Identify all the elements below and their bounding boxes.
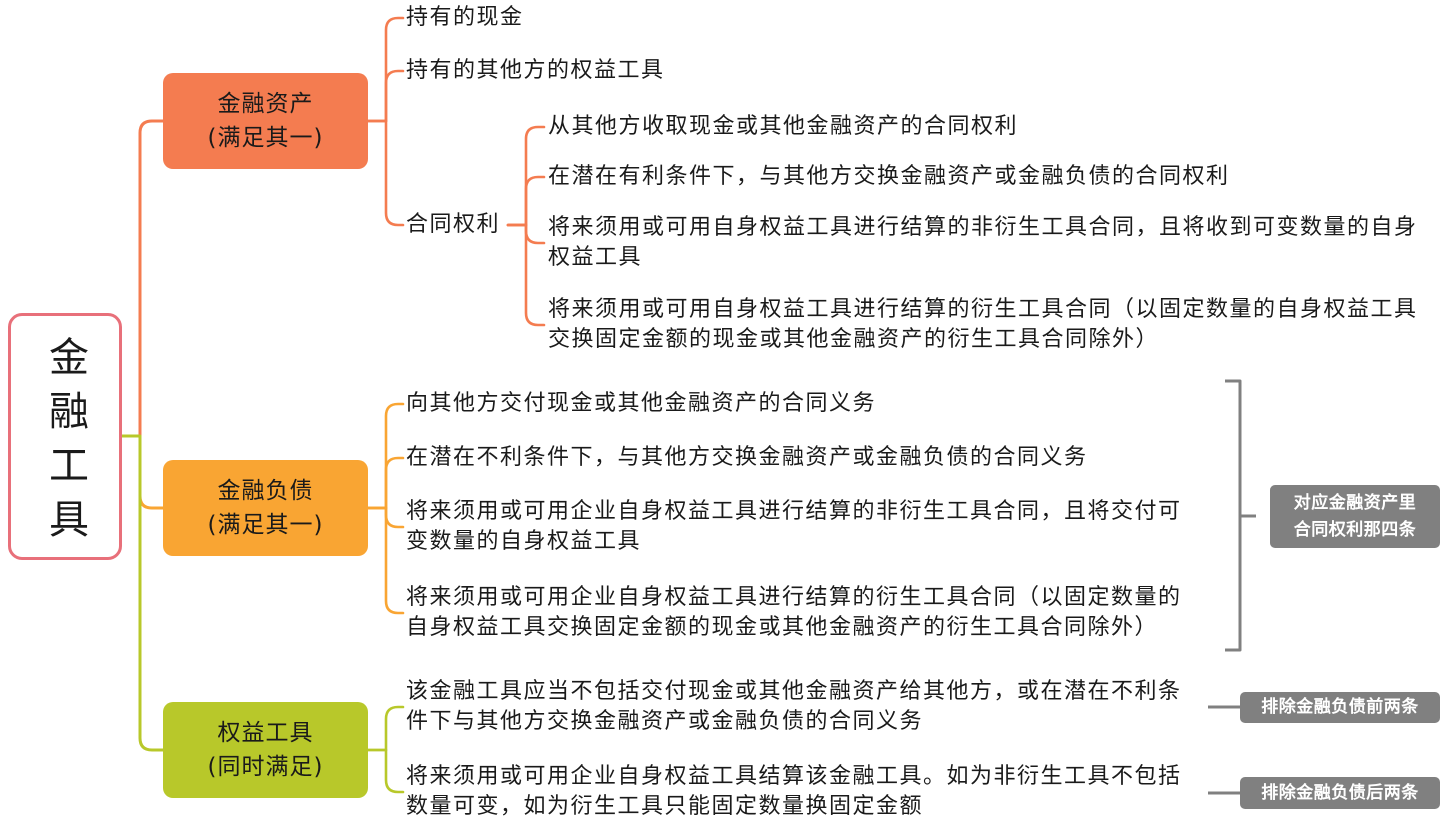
item-line: 将来须用或可用自身权益工具进行结算的衍生工具合同（以固定数量的自身权益工具: [548, 297, 1418, 322]
topic-condition: (同时满足): [207, 754, 324, 780]
contract-right-item-2: 在潜在有利条件下，与其他方交换金融资产或金融负债的合同权利: [548, 162, 1230, 192]
topic-financial-liabilities: 金融负债 (满足其一): [163, 460, 368, 556]
contract-right-item-3: 将来须用或可用自身权益工具进行结算的非衍生工具合同，且将收到可变数量的自身 权益…: [548, 213, 1418, 273]
asset-item-equity-held: 持有的其他方的权益工具: [406, 56, 665, 86]
item-line: 持有的其他方的权益工具: [406, 58, 665, 83]
asset-item-cash: 持有的现金: [406, 3, 524, 33]
connector-root-to-assets: [120, 119, 165, 438]
item-line: 权益工具: [548, 245, 643, 270]
liability-item-3: 将来须用或可用企业自身权益工具进行结算的非衍生工具合同，且将交付可 变数量的自身…: [406, 497, 1182, 557]
connector-assets-to-cash: [366, 16, 405, 123]
item-line: 合同权利: [406, 212, 501, 237]
item-line: 将来须用或可用自身权益工具进行结算的非衍生工具合同，且将收到可变数量的自身: [548, 215, 1418, 240]
connector-equity-2: [366, 748, 405, 794]
topic-equity-instruments: 权益工具 (同时满足): [163, 702, 368, 798]
topic-title: 金融负债: [217, 478, 314, 504]
connector-liabilities-4: [366, 506, 405, 615]
connector-root-to-liabilities: [120, 434, 165, 510]
asset-item-contract-rights: 合同权利: [406, 210, 500, 240]
summary-bracket-liabilities: [1225, 379, 1242, 652]
item-line: 在潜在有利条件下，与其他方交换金融资产或金融负债的合同权利: [548, 164, 1230, 189]
item-line: 交换固定金额的现金或其他金融资产的衍生工具合同除外）: [548, 327, 1160, 352]
topic-title: 金融资产: [217, 91, 314, 117]
item-line: 在潜在不利条件下，与其他方交换金融资产或金融负债的合同义务: [406, 445, 1088, 470]
topic-financial-assets: 金融资产 (满足其一): [163, 73, 368, 169]
item-line: 数量可变，如为衍生工具只能固定数量换固定金额: [406, 794, 924, 819]
item-line: 将来须用或可用企业自身权益工具进行结算的衍生工具合同（以固定数量的: [406, 585, 1182, 610]
item-line: 自身权益工具交换固定金额的现金或其他金融资产的衍生工具合同除外）: [406, 615, 1159, 640]
note-label: 排除金融负债后两条: [1261, 782, 1419, 803]
item-line: 向其他方交付现金或其他金融资产的合同义务: [406, 391, 877, 416]
summary-note-liabilities: 对应金融资产里 合同权利那四条: [1270, 485, 1440, 548]
connector-assets-to-contract-rights: [366, 119, 405, 227]
connector-liabilities-2: [366, 456, 405, 510]
contract-right-item-1: 从其他方收取现金或其他金融资产的合同权利: [548, 112, 1018, 142]
connector-root-to-equity: [120, 434, 165, 752]
note-equity-item-1: 排除金融负债前两条: [1240, 692, 1440, 723]
item-line: 将来须用或可用企业自身权益工具结算该金融工具。如为非衍生工具不包括: [406, 764, 1182, 789]
equity-item-2: 将来须用或可用企业自身权益工具结算该金融工具。如为非衍生工具不包括 数量可变，如…: [406, 762, 1182, 822]
topic-condition: (满足其一): [207, 512, 324, 538]
connector-assets-to-equity-held: [366, 69, 405, 123]
connector-contract-rights-4: [506, 223, 546, 327]
liability-item-4: 将来须用或可用企业自身权益工具进行结算的衍生工具合同（以固定数量的 自身权益工具…: [406, 583, 1182, 643]
connector-contract-rights-1: [506, 125, 546, 227]
note-line: 合同权利那四条: [1293, 519, 1417, 540]
connector-liabilities-1: [366, 402, 405, 510]
liability-item-1: 向其他方交付现金或其他金融资产的合同义务: [406, 389, 876, 419]
root-topic: 金融工具: [8, 313, 122, 560]
note-equity-item-2: 排除金融负债后两条: [1240, 777, 1440, 809]
topic-title: 权益工具: [217, 720, 314, 746]
item-line: 从其他方收取现金或其他金融资产的合同权利: [548, 114, 1019, 139]
topic-condition: (满足其一): [207, 125, 324, 151]
equity-item-1: 该金融工具应当不包括交付现金或其他金融资产给其他方，或在潜在不利条 件下与其他方…: [406, 677, 1182, 737]
note-label: 排除金融负债前两条: [1261, 697, 1419, 717]
item-line: 将来须用或可用企业自身权益工具进行结算的非衍生工具合同，且将交付可: [406, 499, 1182, 524]
root-topic-label: 金融工具: [42, 335, 88, 552]
contract-right-item-4: 将来须用或可用自身权益工具进行结算的衍生工具合同（以固定数量的自身权益工具 交换…: [548, 295, 1418, 355]
item-line: 变数量的自身权益工具: [406, 529, 642, 554]
connector-contract-rights-2: [506, 175, 546, 227]
item-line: 持有的现金: [406, 5, 524, 30]
connector-equity-1: [366, 705, 405, 752]
item-line: 该金融工具应当不包括交付现金或其他金融资产给其他方，或在潜在不利条: [406, 679, 1182, 704]
item-line: 件下与其他方交换金融资产或金融负债的合同义务: [406, 709, 924, 734]
liability-item-2: 在潜在不利条件下，与其他方交换金融资产或金融负债的合同义务: [406, 443, 1088, 473]
note-line: 对应金融资产里: [1293, 492, 1417, 513]
